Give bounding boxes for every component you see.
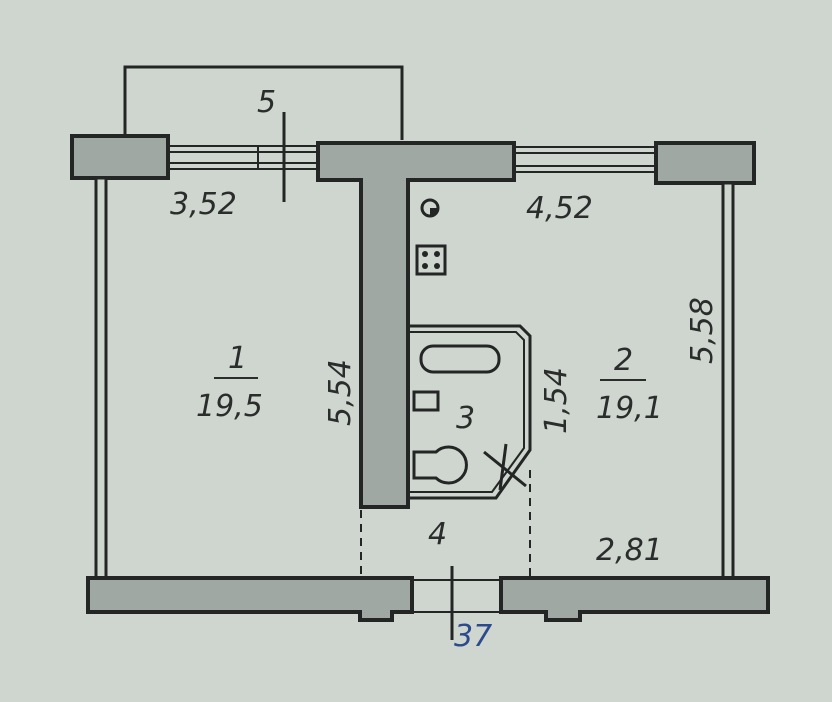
bathtub-icon bbox=[419, 344, 501, 374]
room-3-number: 3 bbox=[456, 401, 475, 436]
wall-right bbox=[721, 181, 735, 580]
dimension-labels: 3,52 4,52 2,81 5,54 1,54 5,58 bbox=[170, 187, 720, 568]
stove-icon bbox=[415, 244, 447, 276]
room-5-number: 5 bbox=[257, 85, 276, 120]
balcony bbox=[123, 65, 404, 140]
dim-hall-width: 2,81 bbox=[596, 533, 663, 568]
dim-room2-length: 5,58 bbox=[685, 297, 720, 364]
sink-icon bbox=[412, 390, 440, 412]
dim-bathroom-length: 1,54 bbox=[539, 367, 574, 434]
bottom-wall bbox=[86, 566, 770, 640]
hall-boundaries bbox=[360, 470, 531, 578]
wall-top-left bbox=[70, 134, 170, 180]
room-2-area: 19,1 bbox=[596, 391, 663, 426]
kitchen-fixtures bbox=[415, 198, 447, 276]
balcony-outline bbox=[123, 65, 404, 140]
dim-room2-width: 4,52 bbox=[526, 191, 593, 226]
room-labels: 5 1 19,5 2 19,1 3 4 bbox=[196, 85, 663, 552]
wall-top-right bbox=[654, 141, 756, 185]
room-1-number: 1 bbox=[228, 341, 247, 376]
wall-left bbox=[94, 176, 108, 580]
toilet-icon bbox=[412, 445, 468, 485]
room-2-number: 2 bbox=[614, 343, 633, 378]
bath-door-swing bbox=[483, 450, 527, 488]
dim-room1-width: 3,52 bbox=[170, 187, 237, 222]
wall-bottom-left bbox=[86, 576, 414, 622]
wall-bottom-right bbox=[499, 576, 770, 622]
wall-t-partition bbox=[316, 141, 516, 509]
top-glazing bbox=[168, 145, 656, 173]
room-4-number: 4 bbox=[428, 517, 447, 552]
bathroom bbox=[408, 324, 532, 500]
entrance-marker: 37 bbox=[454, 619, 492, 654]
top-wall bbox=[70, 134, 756, 509]
dim-room1-length: 5,54 bbox=[323, 359, 358, 426]
bathroom-outline bbox=[408, 324, 532, 500]
room-1-area: 19,5 bbox=[196, 389, 263, 424]
